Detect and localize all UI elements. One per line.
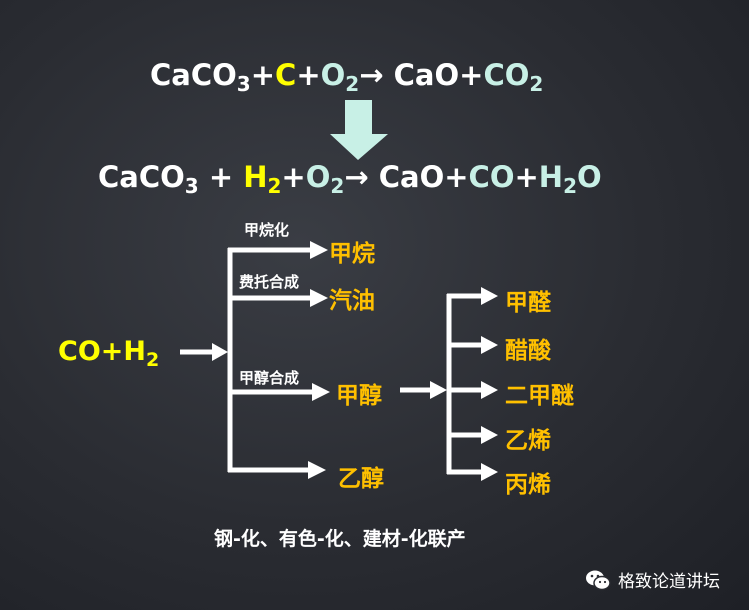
arrowhead-icon <box>481 426 498 444</box>
arrowhead-icon <box>312 383 330 401</box>
product-ethylene: 乙烯 <box>505 428 551 454</box>
left-tree-lines <box>180 247 484 475</box>
label-methanation: 甲烷化 <box>244 221 290 239</box>
eq1-co2: CO <box>483 58 530 92</box>
arrowhead-icon <box>481 287 498 305</box>
arrowhead-icon <box>310 241 328 259</box>
wechat-icon <box>586 570 611 590</box>
eq2-sub: 2 <box>267 174 282 198</box>
eq2-plus: + <box>514 160 539 194</box>
eq2-sub: 3 <box>184 174 199 198</box>
product-formaldehyde: 甲醛 <box>505 290 551 316</box>
eq1-plus: + <box>250 58 276 92</box>
watermark: 格致论道讲坛 <box>584 567 720 592</box>
eq2-sub: 2 <box>563 174 577 198</box>
syngas-text: CO+H <box>58 336 146 367</box>
eq1-oxygen: O <box>320 58 346 92</box>
arrowhead-icon <box>481 381 498 399</box>
product-gasoline: 汽油 <box>329 288 375 314</box>
eq1-sub: 2 <box>345 72 360 96</box>
label-fischer-tropsch: 费托合成 <box>239 273 300 291</box>
eq1-cao: CaO <box>383 58 460 92</box>
equation-2: CaCO3 + H2+O2→ CaO+CO+H2O <box>98 160 602 196</box>
down-arrow-icon <box>330 100 388 160</box>
eq2-plus: + <box>444 160 469 194</box>
product-methane: 甲烷 <box>329 241 375 267</box>
label-methanol-synthesis: 甲醇合成 <box>239 369 300 387</box>
equation-1: CaCO3+C+O2→ CaO+CO2 <box>150 58 543 94</box>
eq2-arrow: → <box>344 160 369 194</box>
product-ethanol: 乙醇 <box>338 466 384 492</box>
eq1-plus: + <box>459 58 484 92</box>
arrowhead-icon <box>481 336 498 354</box>
syngas-label: CO+H2 <box>58 336 159 370</box>
eq1-carbon: C <box>275 58 297 92</box>
eq2-water: H <box>538 160 564 194</box>
syngas-sub: 2 <box>146 349 160 371</box>
arrowhead-icon <box>212 343 228 361</box>
arrowhead-icon <box>308 461 326 479</box>
eq2-sub: 2 <box>330 174 345 198</box>
arrowhead-icon <box>310 289 328 307</box>
eq1-plus: + <box>296 58 321 92</box>
eq2-plus: + <box>198 160 244 194</box>
product-dimethyl-ether: 二甲醚 <box>505 383 574 409</box>
eq2-cao: CaO <box>368 160 445 194</box>
eq1-sub: 2 <box>529 72 544 96</box>
arrowhead-icon <box>481 463 498 481</box>
eq2-caco3: CaCO <box>98 160 185 194</box>
eq1-sub: 3 <box>236 72 251 96</box>
eq1-caco3: CaCO <box>150 58 237 92</box>
coproduction-caption: 钢-化、有色-化、建材-化联产 <box>214 528 466 550</box>
arrowheads <box>212 241 498 481</box>
watermark-text: 格致论道讲坛 <box>618 572 720 592</box>
eq2-co: CO <box>468 160 515 194</box>
eq2-plus: + <box>281 160 306 194</box>
eq2-oxygen: O <box>305 160 331 194</box>
product-acetic-acid: 醋酸 <box>505 338 551 364</box>
product-methanol: 甲醇 <box>336 383 382 409</box>
product-propylene: 丙烯 <box>505 472 551 498</box>
arrowhead-icon <box>430 381 447 399</box>
eq1-arrow: → <box>359 58 384 92</box>
eq2-water: O <box>577 160 602 194</box>
eq2-hydrogen: H <box>243 160 268 194</box>
